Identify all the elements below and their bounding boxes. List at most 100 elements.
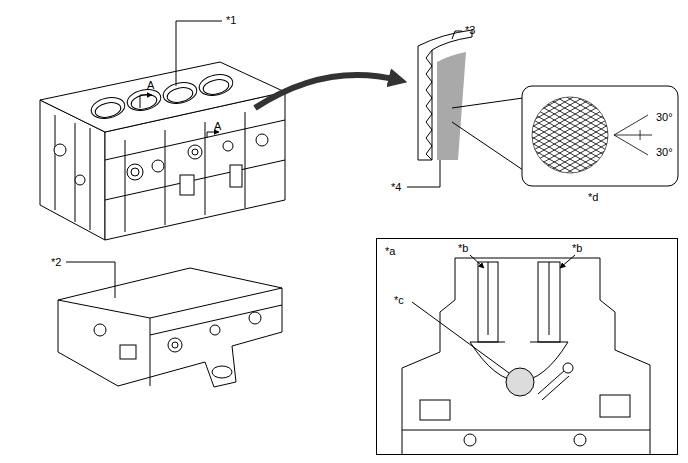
- section-letter: A: [147, 80, 154, 91]
- crankcase-part: [168, 338, 182, 352]
- zoom-callout-part: [522, 86, 678, 186]
- cylinder-block-part: [40, 62, 285, 132]
- hatch-line: [530, 130, 610, 176]
- callout-number: *4: [391, 182, 401, 193]
- hatch-line: [530, 118, 610, 164]
- hatch-line: [530, 178, 610, 224]
- cylinder-block-part: [152, 160, 164, 172]
- cylinder-block-part-part: [205, 122, 206, 215]
- cylinder-block-part: [131, 168, 139, 176]
- bore-section: [418, 30, 472, 160]
- bore-section-part: [437, 52, 466, 160]
- view-letter: *a: [385, 246, 395, 257]
- cylinder-block-part: [89, 72, 234, 122]
- cylinder-block-part: [223, 141, 233, 151]
- angle-symbol-part: [640, 130, 641, 135]
- block-detail-part: [538, 370, 565, 394]
- block-detail-part: [563, 363, 573, 373]
- cylinder-block-part-part: [75, 123, 76, 222]
- cylinder-block-part-part: [202, 77, 230, 96]
- hatch-line: [530, 76, 610, 122]
- cylinder-block: [40, 62, 285, 240]
- hatch-line: [530, 52, 610, 98]
- leader-line-part: [560, 255, 575, 268]
- cylinder-block-part-part: [245, 112, 246, 208]
- crankcase-part: [58, 288, 282, 318]
- leader-line: [412, 255, 575, 373]
- cylinder-block-part: [230, 165, 242, 187]
- block-detail-part: [506, 368, 534, 396]
- cylinder-block-part-part: [89, 95, 126, 122]
- hatch-line: [530, 172, 610, 218]
- hatch-line: [530, 142, 610, 188]
- hatch-line: [530, 40, 610, 86]
- hatch-line: [530, 106, 610, 152]
- crankcase-part: [249, 312, 261, 324]
- block-detail-part: [420, 400, 450, 420]
- hatch-line: [530, 160, 610, 206]
- hatch-line: [530, 112, 610, 158]
- zoom-callout: [452, 86, 678, 186]
- leader-line: [407, 160, 440, 187]
- hatch-line: [530, 112, 610, 158]
- leader-line: [66, 262, 115, 298]
- callout-number: *3: [465, 25, 475, 36]
- leader-line-part: [470, 255, 484, 268]
- leader-line: [452, 31, 462, 39]
- hatch-line: [530, 64, 610, 110]
- hatch-line: [530, 136, 610, 182]
- cylinder-block-part: [188, 145, 202, 159]
- cylinder-block-part-part: [161, 80, 198, 107]
- hatch-line: [530, 64, 610, 110]
- hatch-line: [530, 184, 610, 230]
- cylinder-block-part-part: [94, 100, 122, 119]
- crankcase-part: [94, 324, 106, 336]
- block-detail-part: [574, 434, 586, 446]
- hatch-line: [530, 94, 610, 140]
- crankcase: [58, 268, 282, 387]
- block-detail-part: [530, 342, 568, 343]
- angle-value: 30°: [656, 112, 673, 123]
- cylinder-block-part: [75, 175, 85, 185]
- cylinder-block-part: [55, 112, 285, 232]
- cylinder-block-part: [54, 144, 66, 156]
- callout-number: *2: [51, 257, 61, 268]
- block-detail-part: [402, 430, 650, 431]
- block-detail-part: [478, 262, 498, 342]
- cylinder-block-part-part: [105, 160, 285, 200]
- block-detail-part: [600, 258, 650, 454]
- cylinder-block-part: [192, 149, 198, 155]
- hatch-line: [530, 46, 610, 92]
- block-detail-part: [542, 376, 569, 400]
- hatch-line: [530, 40, 610, 86]
- hatch-line: [530, 88, 610, 134]
- crankcase-part: [150, 305, 282, 335]
- angle-symbol-part: [614, 135, 648, 155]
- inset-frame: *a: [376, 238, 678, 455]
- section-arrow: [140, 95, 219, 138]
- hatch-line: [530, 184, 610, 230]
- hatch-line: [530, 76, 610, 122]
- hatch-line: [530, 148, 610, 194]
- block-detail-part: [538, 262, 560, 342]
- bore-section-part: [426, 50, 432, 160]
- pointer-arrow: [255, 75, 398, 108]
- leader-line: [176, 21, 222, 86]
- hatch-line: [530, 178, 610, 224]
- cylinder-block-part-part: [165, 130, 166, 225]
- hatch-line: [530, 160, 610, 206]
- cylinder-block-part-part: [55, 115, 56, 210]
- hatch-line: [530, 52, 610, 98]
- hatch-line: [530, 124, 610, 170]
- hatch-line: [530, 94, 610, 140]
- angle-symbol-part: [614, 135, 652, 136]
- angle-symbol-part: [640, 135, 641, 140]
- hatch-line: [530, 100, 610, 146]
- cylinder-block-part-part: [90, 128, 91, 230]
- block-detail-part: [455, 258, 600, 259]
- hatch-line: [530, 46, 610, 92]
- hatch-line: [530, 82, 610, 128]
- cylinder-block-part-part: [125, 140, 126, 232]
